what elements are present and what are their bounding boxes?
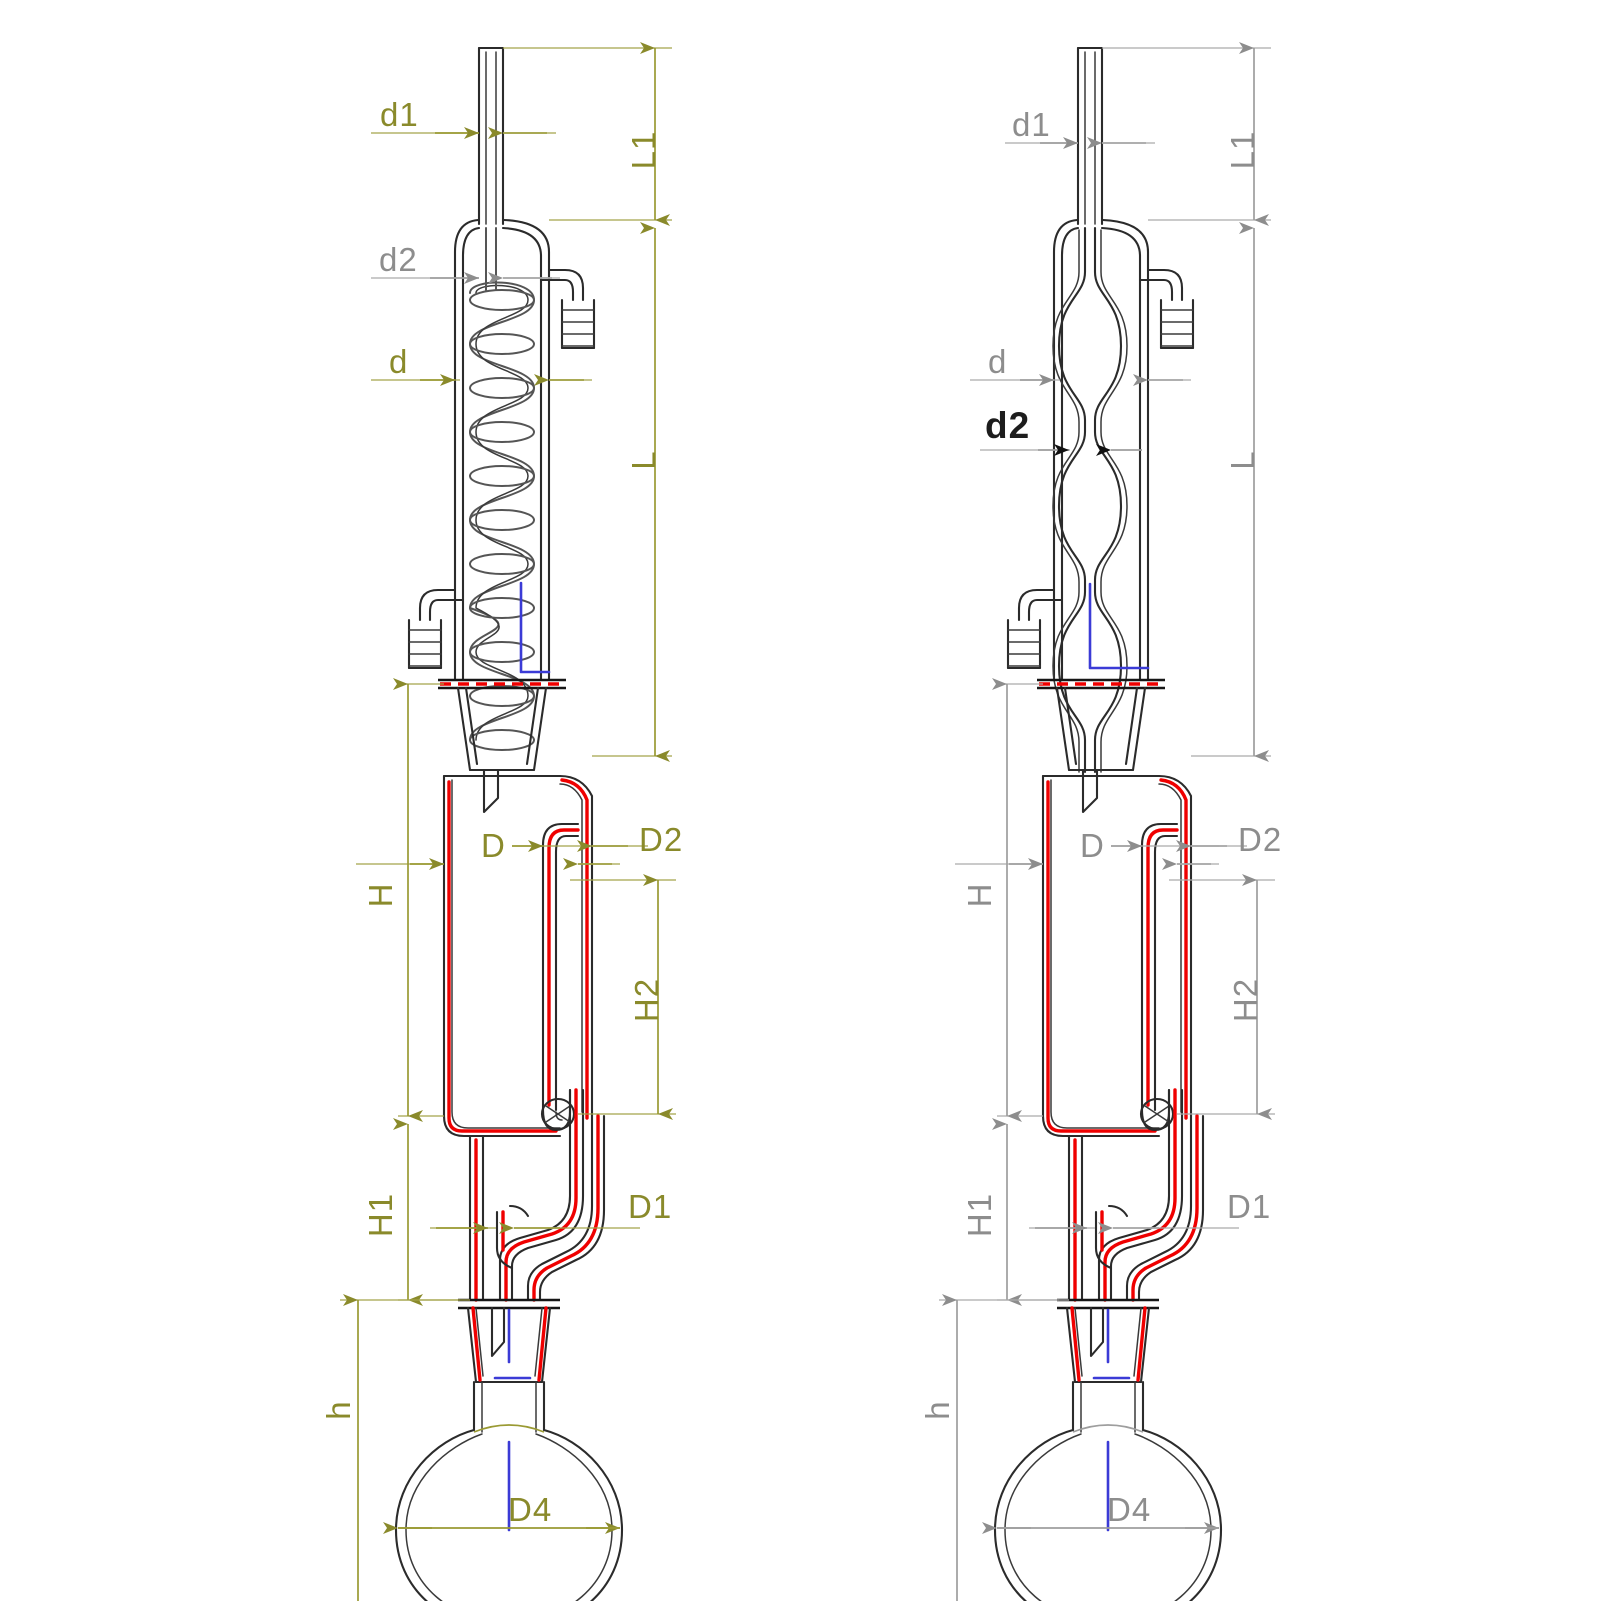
dim-label-D1: D1 bbox=[628, 1188, 672, 1225]
dim-label-D4: D4 bbox=[508, 1491, 552, 1528]
dim-h-left: h bbox=[320, 1294, 470, 1601]
dim-H2-left: H2 bbox=[570, 874, 676, 1120]
dim-H2-right: H2 bbox=[1169, 874, 1275, 1120]
left-condenser-top-tube bbox=[477, 46, 505, 226]
dim-L-right: L bbox=[1191, 222, 1271, 762]
dim-label-D2: D2 bbox=[1238, 821, 1282, 858]
dim-L1-left: L1 bbox=[503, 42, 672, 226]
dim-d2-right: d2 bbox=[980, 405, 1142, 456]
left-siphon-tube bbox=[468, 1088, 606, 1302]
dim-D1-left: D1 bbox=[430, 1188, 672, 1234]
left-condenser-jacket bbox=[407, 218, 596, 682]
dim-label-L1: L1 bbox=[1224, 131, 1261, 170]
dim-H-left: H bbox=[362, 678, 444, 1122]
dim-D2-left: D2 bbox=[512, 821, 683, 858]
dim-label-d1: d1 bbox=[1012, 106, 1051, 143]
dim-label-H2: H2 bbox=[1227, 978, 1264, 1022]
left-extraction-chamber bbox=[442, 774, 594, 1138]
dim-label-L: L bbox=[625, 450, 662, 469]
right-round-bottom-flask bbox=[993, 1380, 1223, 1601]
right-condenser-bulbs bbox=[1052, 226, 1150, 774]
left-upper-ground-joint bbox=[438, 678, 566, 814]
right-condenser-jacket bbox=[1006, 218, 1195, 682]
dim-label-H1: H1 bbox=[961, 1193, 998, 1237]
dim-D4-right: D4 bbox=[982, 1491, 1219, 1534]
dim-label-H2: H2 bbox=[628, 978, 665, 1022]
right-view-assembly: d1 d d2 L1 bbox=[919, 42, 1282, 1601]
dim-label-h: h bbox=[919, 1400, 956, 1419]
dim-D4-left: D4 bbox=[383, 1491, 620, 1534]
dim-L1-right: L1 bbox=[1102, 42, 1271, 226]
right-dimensions: d1 d d2 L1 bbox=[919, 42, 1282, 1601]
dim-label-D: D bbox=[1080, 827, 1105, 864]
left-condenser-coil bbox=[469, 227, 551, 751]
dim-label-d2: d2 bbox=[985, 405, 1030, 446]
dim-h-right: h bbox=[919, 1294, 1069, 1601]
dim-d-right: d bbox=[970, 343, 1191, 386]
right-condenser-top-tube bbox=[1076, 46, 1104, 226]
left-view-assembly: d1 d2 d L1 bbox=[320, 42, 683, 1601]
left-round-bottom-flask bbox=[394, 1380, 624, 1601]
dim-label-L1: L1 bbox=[625, 131, 662, 170]
right-lower-ground-joint bbox=[1057, 1298, 1159, 1384]
dim-label-H: H bbox=[362, 883, 399, 908]
left-vapour-riser-tube bbox=[540, 822, 580, 1132]
dim-H-right: H bbox=[961, 678, 1043, 1122]
dim-label-H1: H1 bbox=[362, 1193, 399, 1237]
dim-label-D2: D2 bbox=[639, 821, 683, 858]
dim-H1-right: H1 bbox=[961, 1118, 1059, 1306]
dim-label-d: d bbox=[988, 343, 1007, 380]
dim-label-d: d bbox=[389, 343, 408, 380]
dim-d1-right: d1 bbox=[1005, 106, 1155, 149]
dim-d2-left: d2 bbox=[371, 241, 560, 284]
dim-L-left: L bbox=[592, 222, 672, 762]
dim-D1-right: D1 bbox=[1029, 1188, 1271, 1234]
dim-d1-left: d1 bbox=[371, 96, 556, 139]
dim-label-d1: d1 bbox=[380, 96, 419, 133]
dim-label-L: L bbox=[1224, 450, 1261, 469]
dim-label-d2: d2 bbox=[379, 241, 418, 278]
dim-label-H: H bbox=[961, 883, 998, 908]
dim-label-D1: D1 bbox=[1227, 1188, 1271, 1225]
left-dimensions: d1 d2 d L1 bbox=[320, 42, 683, 1601]
dim-label-h: h bbox=[320, 1400, 357, 1419]
dim-label-D: D bbox=[481, 827, 506, 864]
left-lower-ground-joint bbox=[458, 1298, 560, 1384]
dim-label-D4: D4 bbox=[1107, 1491, 1151, 1528]
dim-d-left: d bbox=[371, 343, 592, 386]
right-upper-ground-joint bbox=[1037, 678, 1165, 814]
dim-D2-right: D2 bbox=[1111, 821, 1282, 858]
